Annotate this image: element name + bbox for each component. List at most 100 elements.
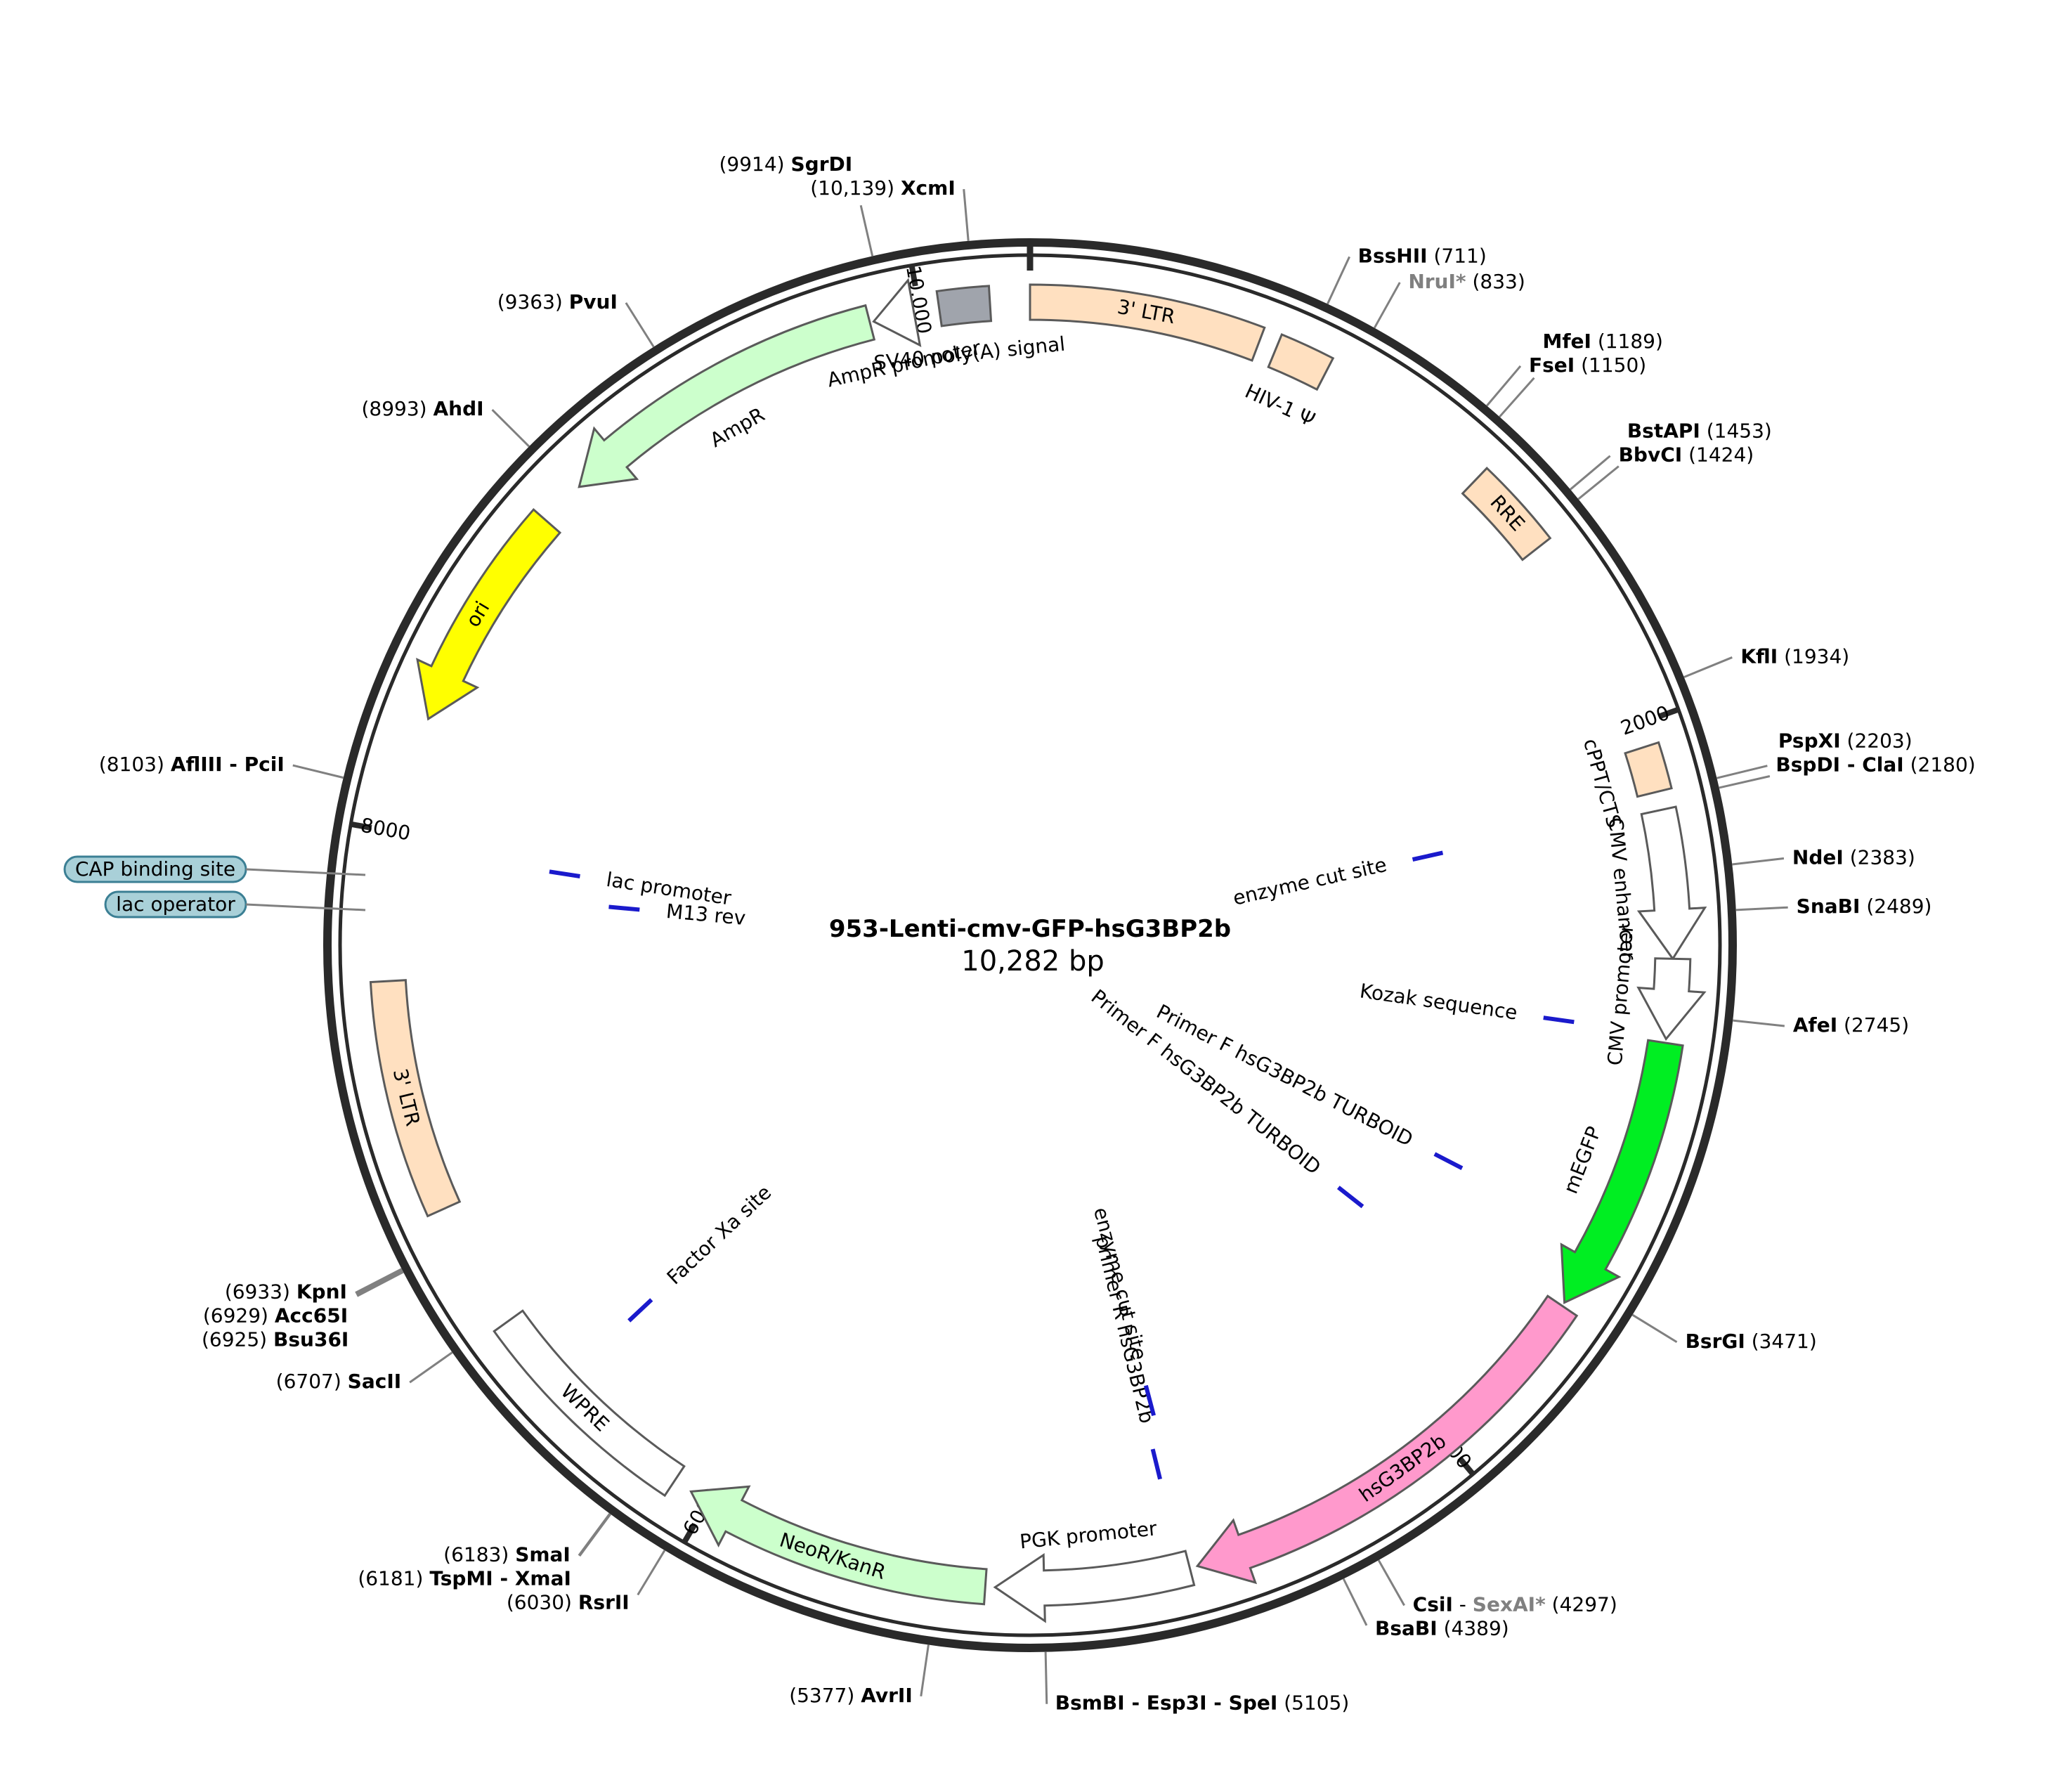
- site-name: PspXI: [1778, 729, 1841, 753]
- site-name: BsmBI - Esp3I - SpeI: [1055, 1692, 1278, 1715]
- site-mfei: MfeI (1189): [1542, 330, 1662, 353]
- feature-3-ltr: [369, 979, 462, 1218]
- site-ahdi: (8993) AhdI: [361, 397, 483, 420]
- site-fsei: FseI (1150): [1529, 353, 1646, 377]
- site-name: FseI: [1529, 353, 1575, 377]
- feature-cmv-enhancer: [1636, 805, 1707, 961]
- site-leader: [625, 302, 655, 348]
- small-feature-mark: [1412, 850, 1444, 862]
- site-leader: [1486, 365, 1522, 407]
- site-bsabi: BsaBI (4389): [1375, 1617, 1509, 1640]
- feature-neor-kanr: [689, 1485, 988, 1606]
- small-feature-mark: [1433, 1152, 1464, 1170]
- site-name: BssHII: [1358, 244, 1428, 267]
- site-leader: [1631, 1313, 1678, 1344]
- small-feature-mark: [608, 904, 640, 912]
- site-pos: (3471): [1752, 1330, 1817, 1353]
- pill-leader: [245, 868, 366, 876]
- site-pos: (6183): [443, 1543, 509, 1566]
- site-leader: [356, 1269, 403, 1296]
- plasmid-size: 10,282 bp: [961, 945, 1104, 978]
- site-name: Bsu36I: [273, 1328, 348, 1351]
- pill-label: CAP binding site: [75, 857, 235, 881]
- small-feature-label: enzyme cut site: [1231, 853, 1389, 910]
- site-pos: (1150): [1581, 353, 1646, 377]
- site-csii: CsiI - SexAI* (4297): [1413, 1593, 1617, 1616]
- center-title: 953-Lenti-cmv-GFP-hsG3BP2b 10,282 bp: [829, 915, 1231, 978]
- site-pos: (833): [1472, 270, 1525, 293]
- site-pos: (2745): [1844, 1013, 1909, 1037]
- site-pos: (6925): [202, 1328, 267, 1351]
- feature-rre: [1461, 467, 1552, 561]
- site-pos: (2203): [1847, 729, 1913, 753]
- site-snabi: SnaBI (2489): [1797, 895, 1932, 918]
- site-pos: (711): [1433, 244, 1486, 267]
- feature-ampr-promoter: [872, 278, 922, 347]
- site-name: AhdI: [433, 397, 483, 420]
- feature-label-pgk-promoter: PGK promoter: [1019, 1517, 1159, 1553]
- site-leader: [1044, 1651, 1048, 1704]
- site-name: AfeI: [1793, 1013, 1837, 1037]
- site-leader: [963, 188, 970, 241]
- site-name: SmaI: [515, 1543, 571, 1566]
- site-name: KpnI: [297, 1280, 347, 1304]
- site-pos: (1934): [1784, 644, 1849, 668]
- site-pos: (4297): [1552, 1593, 1617, 1616]
- pill-leader: [245, 903, 366, 911]
- site-pos: (6933): [225, 1280, 290, 1304]
- site-bbvci: BbvCI (1424): [1619, 443, 1754, 467]
- site-pos: (2383): [1850, 846, 1915, 869]
- small-feature-mark: [1543, 1015, 1575, 1025]
- site-leader: [1377, 1559, 1405, 1606]
- site-sgrdi: (9914) SgrDI: [719, 152, 852, 176]
- site-name: KflI: [1740, 644, 1778, 668]
- tick-mark: [351, 822, 372, 831]
- site-afliii-pcii: (8103) AflIII - PciI: [99, 753, 285, 776]
- feature-cppt-cts: [1624, 741, 1673, 798]
- site-name: AvrII: [861, 1684, 913, 1707]
- site-pos: (5377): [789, 1684, 854, 1707]
- site-leader: [1327, 256, 1350, 305]
- small-feature-mark: [549, 869, 580, 878]
- tick-mark: [1657, 707, 1679, 720]
- tick-mark: [909, 266, 918, 287]
- plasmid-name: 953-Lenti-cmv-GFP-hsG3BP2b: [829, 915, 1231, 943]
- site-kpni: (6933) KpnI: [225, 1280, 347, 1304]
- site-tspmi-xmai: (6181) TspMI - XmaI: [358, 1566, 571, 1590]
- site-leader: [355, 1268, 403, 1294]
- small-feature-label: M13 rev: [665, 900, 747, 930]
- site-name: BsrGI: [1686, 1330, 1745, 1353]
- site-bsshii: BssHII (711): [1358, 244, 1487, 267]
- site-pvui: (9363) PvuI: [497, 290, 618, 313]
- site-name: SacII: [348, 1370, 402, 1393]
- small-feature-mark: [627, 1298, 653, 1323]
- site-nrui: NruI* (833): [1408, 270, 1525, 293]
- pill-labels: CAP binding site lac operator: [63, 855, 366, 918]
- feature-ori: [416, 507, 562, 721]
- feature-label-megfp: mEGFP: [1559, 1123, 1606, 1197]
- site-bsu36i: (6925) Bsu36I: [202, 1328, 348, 1351]
- site-acc65i: (6929) Acc65I: [203, 1304, 348, 1327]
- site-name: TspMI - XmaI: [429, 1566, 571, 1590]
- tick-mark: [682, 1522, 698, 1543]
- site-pos: (6030): [507, 1590, 572, 1614]
- site-leader: [1732, 857, 1785, 866]
- pill-label: lac operator: [116, 892, 235, 916]
- feature-ampr: [578, 304, 876, 488]
- feature-label-hiv-1: HIV-1 Ψ: [1242, 379, 1319, 431]
- site-bstapi: BstAPI (1453): [1627, 420, 1772, 443]
- site-name: BstAPI: [1627, 420, 1700, 443]
- site-pos: (8103): [99, 753, 164, 776]
- site-leader: [1342, 1578, 1368, 1626]
- site-pos: (6929): [203, 1304, 268, 1327]
- small-feature-label: Kozak sequence: [1358, 979, 1518, 1024]
- feature-3-ltr: [1029, 283, 1266, 362]
- site-pos: (9363): [497, 290, 563, 313]
- site-sacii: (6707) SacII: [276, 1370, 402, 1393]
- site-pos: (1189): [1598, 330, 1663, 353]
- small-feature-mark: [1150, 1448, 1162, 1480]
- site-pos: (6181): [358, 1566, 423, 1590]
- site-leader: [1577, 465, 1620, 500]
